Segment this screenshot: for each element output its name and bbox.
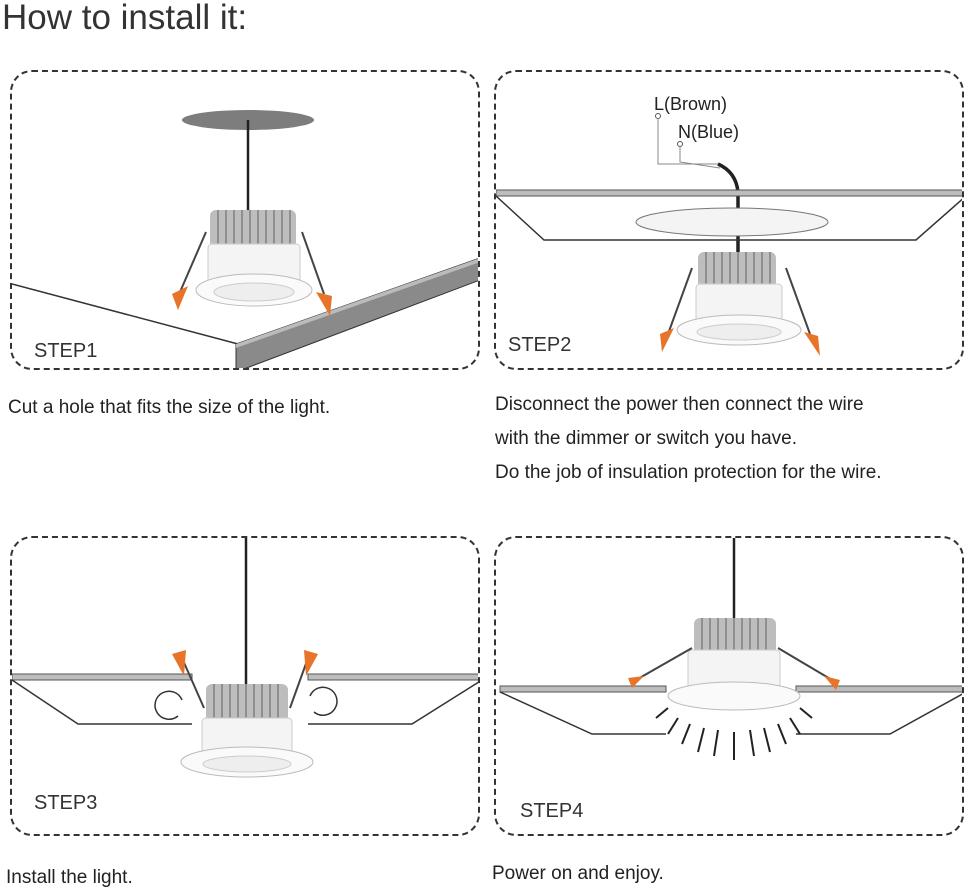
step3-label: STEP3 — [34, 792, 98, 814]
downlight-icon — [628, 618, 840, 711]
page-title: How to install it: — [2, 0, 248, 37]
step4-illustration — [499, 538, 962, 760]
step1-panel: STEP1 — [10, 70, 480, 370]
step4-panel: STEP4 — [494, 536, 964, 836]
step2-description-line: Disconnect the power then connect the wi… — [495, 394, 864, 415]
downlight-icon — [172, 650, 318, 778]
downlight-icon — [660, 252, 820, 356]
step2-panel: L(Brown) N(Blue) STEP2 — [494, 70, 964, 370]
step1-illustration — [12, 110, 478, 368]
step3-panel: STEP3 — [10, 536, 480, 836]
step1-description-line: Cut a hole that fits the size of the lig… — [8, 397, 331, 418]
wire-n-label: N(Blue) — [678, 122, 739, 142]
step2-label: STEP2 — [508, 334, 572, 356]
rotate-arrow-icon — [154, 690, 183, 720]
step2-description: Disconnect the power then connect the wi… — [495, 388, 882, 490]
step4-description: Power on and enjoy. — [492, 857, 664, 891]
step2-description-line: Do the job of insulation protection for … — [495, 462, 882, 483]
step1-description: Cut a hole that fits the size of the lig… — [8, 391, 330, 425]
step3-description-line: Install the light. — [6, 867, 133, 888]
light-rays-icon — [655, 707, 813, 760]
step3-illustration — [12, 538, 478, 778]
step1-label: STEP1 — [34, 340, 98, 362]
step3-description: Install the light. — [6, 861, 133, 895]
step4-description-line: Power on and enjoy. — [492, 863, 664, 884]
step4-label: STEP4 — [520, 800, 584, 822]
step2-illustration: L(Brown) N(Blue) — [496, 94, 962, 356]
rotate-arrow-icon — [309, 686, 338, 716]
step2-description-line: with the dimmer or switch you have. — [495, 428, 798, 449]
wire-l-label: L(Brown) — [654, 94, 727, 114]
downlight-icon — [172, 210, 332, 316]
